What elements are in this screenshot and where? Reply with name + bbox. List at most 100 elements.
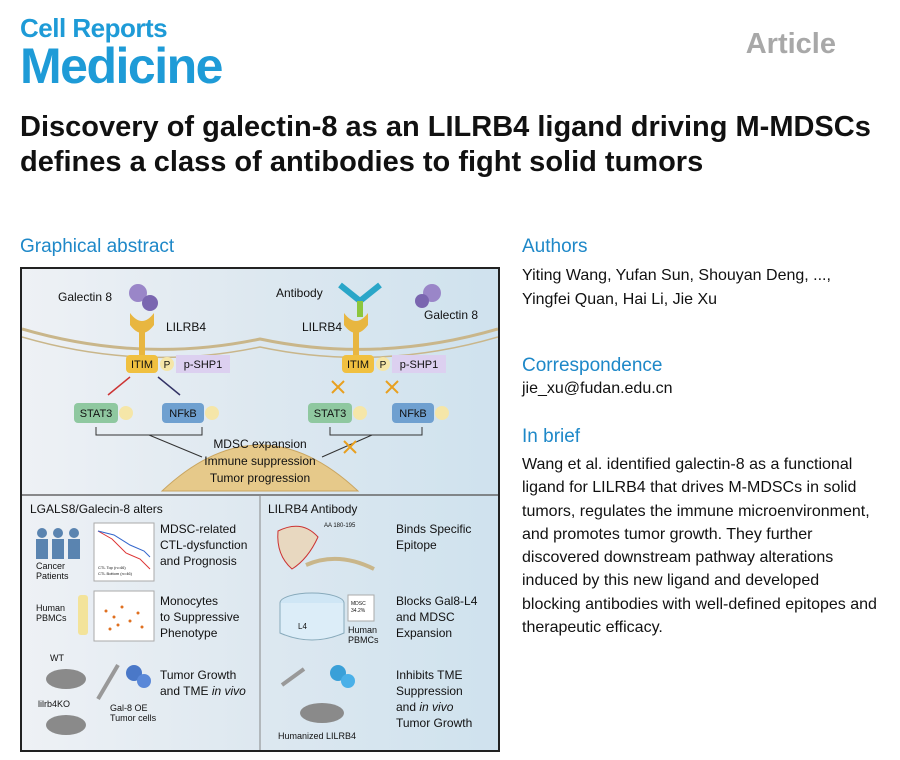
left-pbmcs-line1: Human <box>36 603 65 613</box>
aa-label: AA 180-195 <box>324 523 356 529</box>
right-row3-italic: in vivo <box>419 700 453 714</box>
syringe-icon <box>96 663 120 701</box>
ko-label: lilrb4KO <box>38 699 70 709</box>
left-pshp1-box <box>176 355 230 373</box>
paper-title: Discovery of galectin-8 as an LILRB4 lig… <box>20 111 871 178</box>
right-bottom-heading: LILRB4 Antibody <box>268 502 357 516</box>
right-row3-line1: Inhibits TME <box>396 668 462 682</box>
left-row1-line1: MDSC-related <box>160 522 236 536</box>
scatter-points <box>104 605 144 631</box>
left-p-label: P <box>164 360 171 371</box>
right-row2-line2: and MDSC <box>396 610 455 624</box>
in-brief-text: Wang et al. identified galectin-8 as a f… <box>522 456 877 637</box>
left-nfkb-box <box>162 403 204 423</box>
right-block-mark-outcome <box>343 440 357 454</box>
patients-icon <box>36 528 80 559</box>
humanized-mouse-icon <box>300 703 344 723</box>
survival-curve-red <box>97 530 151 570</box>
l4-label: L4 <box>298 622 307 631</box>
left-stat3-p <box>119 406 133 420</box>
left-row1-line2: CTL-dysfunction <box>160 538 247 552</box>
mouse-ko-icon <box>46 715 86 735</box>
right-nfkb-p <box>435 406 449 420</box>
right-row2-line3: Expansion <box>396 626 452 640</box>
left-row3-line2: and TME in vivo <box>160 684 246 698</box>
outcome-dome <box>160 444 360 492</box>
mouse-wt-icon <box>46 669 86 689</box>
left-stat3-box <box>74 403 118 423</box>
left-receptor-label: LILRB4 <box>166 320 206 334</box>
right-stat3-p <box>353 406 367 420</box>
km-legend-top: CTL Top (n=46) <box>98 565 126 570</box>
right-p-circle <box>376 357 390 371</box>
right-row3-line2: Suppression <box>396 684 463 698</box>
protein-ribbon <box>305 556 375 571</box>
graphical-abstract-heading: Graphical abstract <box>20 236 175 257</box>
left-p-circle <box>160 357 174 371</box>
right-block-mark-nfkb <box>385 380 399 394</box>
left-converge-arrow <box>95 427 203 458</box>
left-itim-label: ITIM <box>131 359 153 371</box>
journal-name-line1: Cell Reports <box>20 13 168 43</box>
left-arrow-stat3 <box>107 376 131 396</box>
right-row1-line2: Epitope <box>396 538 437 552</box>
wt-label: WT <box>50 653 64 663</box>
left-row2-line1: Monocytes <box>160 594 218 608</box>
tumor-cells-icon <box>126 665 142 681</box>
gal8-cells-line1: Gal-8 OE <box>110 703 148 713</box>
dish-icon <box>279 603 345 641</box>
right-block-mark-stat3 <box>331 380 345 394</box>
left-inhibit-nfkb <box>157 376 181 396</box>
left-receptor-stalk <box>139 329 145 355</box>
outcome-immune: Immune suppression <box>204 454 315 468</box>
right-itim-label: ITIM <box>347 359 369 371</box>
tube-icon <box>78 595 88 635</box>
right-antibody-label: Antibody <box>276 286 323 300</box>
scatter-plot <box>93 590 155 642</box>
galectin-icon-b <box>142 295 158 311</box>
left-row3-line2-text: and TME <box>160 684 208 698</box>
left-row3-italic: in vivo <box>212 684 246 698</box>
right-galectin-icon-b <box>415 294 429 308</box>
left-row3-line1: Tumor Growth <box>160 668 236 682</box>
cancer-label: Cancer <box>36 561 65 571</box>
left-itim-box <box>126 355 158 373</box>
right-row2-line1: Blocks Gal8-L4 <box>396 594 478 608</box>
right-p-label: P <box>380 360 387 371</box>
left-stat3-label: STAT3 <box>80 408 113 420</box>
left-pbmcs-line2: PBMCs <box>36 613 67 623</box>
right-receptor-label: LILRB4 <box>302 320 342 334</box>
right-stat3-label: STAT3 <box>314 408 347 420</box>
survival-curve-blue <box>97 530 151 558</box>
tumor-cells-icon-b <box>137 674 151 688</box>
right-row3-line3: and in vivo <box>396 700 454 714</box>
right-row3-line4: Tumor Growth <box>396 716 472 730</box>
right-nfkb-label: NFkB <box>399 408 427 420</box>
right-pbmcs-line1: Human <box>348 625 377 635</box>
correspondence-email[interactable]: jie_xu@fudan.edu.cn <box>522 380 673 397</box>
journal-name-line2: Medicine <box>20 38 223 94</box>
right-syringe-icon <box>280 667 306 687</box>
graphical-abstract: MDSC expansion Immune suppression Tumor … <box>20 267 500 752</box>
authors-heading: Authors <box>522 236 588 257</box>
right-pbmcs-line2: PBMCs <box>348 635 379 645</box>
correspondence-heading: Correspondence <box>522 355 663 376</box>
antibody-icon <box>338 282 382 305</box>
right-tumor-cells-icon-b <box>341 674 355 688</box>
right-receptor-icon <box>344 313 368 333</box>
graphical-abstract-figure: MDSC expansion Immune suppression Tumor … <box>22 282 498 750</box>
patients-label: Patients <box>36 571 69 581</box>
right-row3-pre: and <box>396 700 416 714</box>
article-type-badge: Article <box>745 28 836 60</box>
mdsc-gate-plot <box>347 594 375 622</box>
galectin-icon <box>129 284 147 302</box>
mdsc-gate-value: 34.2% <box>351 608 366 614</box>
right-tumor-cells-icon <box>330 665 346 681</box>
left-galectin-label: Galectin 8 <box>58 290 112 304</box>
left-row2-line2: to Suppressive <box>160 610 240 624</box>
left-bottom-heading: LGALS8/Galecin-8 alters <box>30 502 163 516</box>
outcome-mdsc: MDSC expansion <box>213 437 306 451</box>
membrane-line-inner <box>22 336 498 359</box>
humanized-label: Humanized LILRB4 <box>278 731 356 741</box>
membrane-line <box>22 327 498 351</box>
